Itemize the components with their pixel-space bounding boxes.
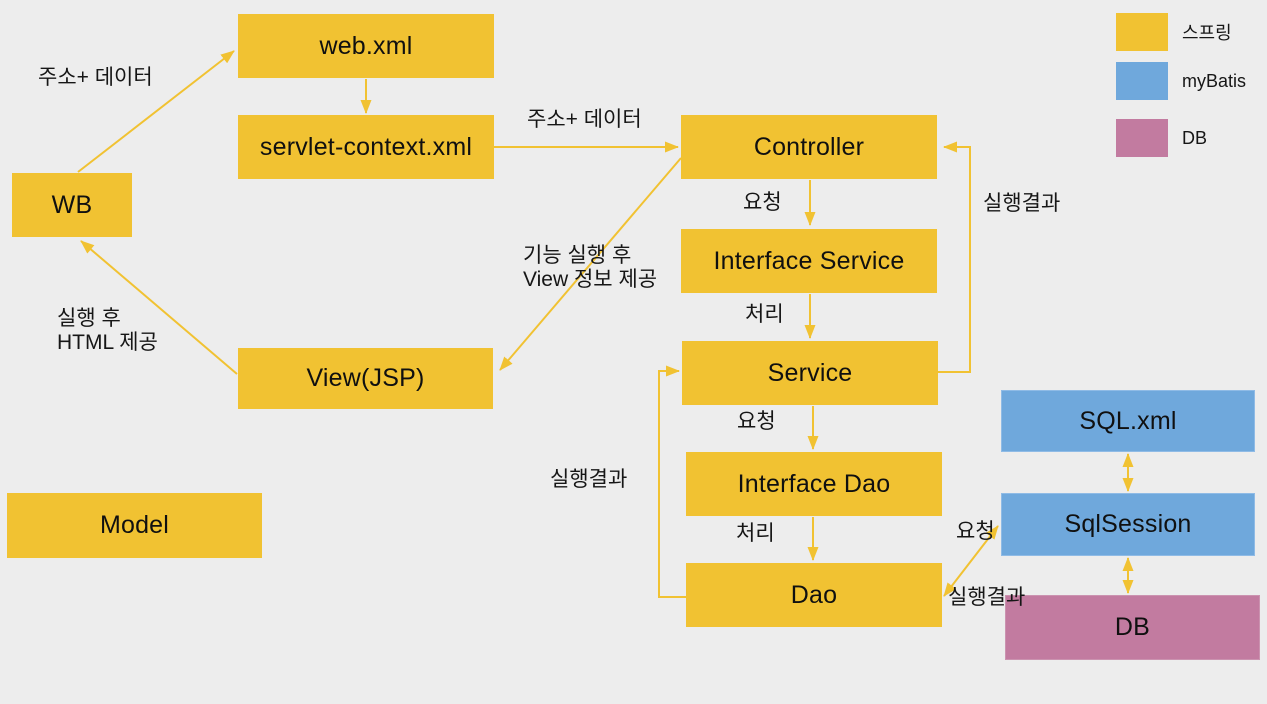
label-request-controller-service: 요청	[743, 191, 782, 214]
label-process-service: 처리	[745, 303, 784, 326]
label-result-sqlsession-dao: 실행결과	[948, 586, 1026, 609]
label-result-dao-to-service: 실행결과	[550, 468, 628, 491]
legend-swatch-mybatis	[1116, 62, 1168, 100]
label-html-provide-line2: HTML 제공	[57, 331, 158, 354]
node-view-jsp: View(JSP)	[238, 348, 493, 409]
legend-swatch-db	[1116, 119, 1168, 157]
label-process-dao: 처리	[736, 522, 775, 545]
label-request-service-dao: 요청	[737, 410, 776, 433]
legend-swatch-spring	[1116, 13, 1168, 51]
node-sql-session: SqlSession	[1001, 493, 1255, 556]
label-html-provide-line1: 실행 후	[57, 307, 121, 330]
legend-label-db: DB	[1182, 127, 1208, 148]
node-controller: Controller	[681, 115, 937, 179]
node-interface-service: Interface Service	[681, 229, 937, 293]
label-view-info: 기능 실행 후 View 정보 제공	[523, 244, 657, 292]
legend-label-mybatis: myBatis	[1182, 70, 1247, 91]
node-servlet-context-xml: servlet-context.xml	[238, 115, 494, 179]
legend-label-spring: 스프링	[1182, 23, 1232, 43]
legend-item-db: DB	[1116, 119, 1207, 157]
node-web-xml: web.xml	[238, 14, 494, 78]
label-request-dao-sqlsession: 요청	[956, 520, 995, 543]
label-address-data-mid: 주소+ 데이터	[527, 108, 642, 131]
label-view-info-line2: View 정보 제공	[523, 268, 658, 291]
node-service: Service	[682, 341, 938, 405]
node-dao: Dao	[686, 563, 942, 627]
label-view-info-line1: 기능 실행 후	[523, 244, 632, 267]
edge-service-result-to-controller	[938, 141, 971, 373]
legend-item-mybatis: myBatis	[1116, 62, 1246, 100]
node-interface-dao: Interface Dao	[686, 452, 942, 516]
legend-item-spring: 스프링	[1116, 13, 1232, 51]
node-model: Model	[7, 493, 262, 558]
node-db: DB	[1005, 595, 1260, 660]
node-sql-xml: SQL.xml	[1001, 390, 1255, 452]
node-wb: WB	[12, 173, 132, 237]
label-result-to-controller: 실행결과	[983, 192, 1061, 215]
label-html-provide: 실행 후 HTML 제공	[57, 307, 158, 355]
label-address-data-left: 주소+ 데이터	[38, 66, 153, 89]
